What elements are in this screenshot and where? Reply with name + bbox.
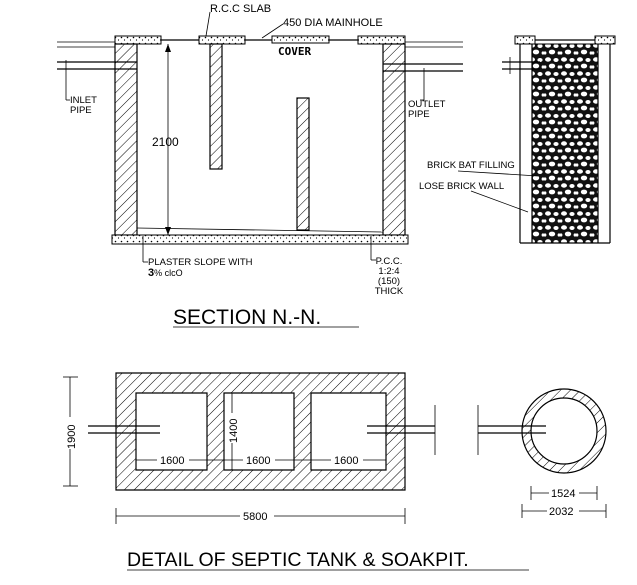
partition-dim-label: 1400	[228, 419, 240, 443]
soakpit-slab-left	[514, 35, 536, 45]
soakpit-fill	[531, 43, 599, 244]
cover-label: COVER	[278, 45, 311, 58]
baffle-left	[209, 43, 223, 170]
height-dim-label: 1900	[66, 425, 78, 449]
rcc-slab-mid	[198, 35, 246, 45]
plan-title: DETAIL OF SEPTIC TANK & SOAKPIT.	[127, 549, 469, 571]
baffle-right	[296, 97, 310, 231]
pcc-base	[111, 234, 409, 245]
section-view: R.C.C SLAB 450 DIA MAINHOLE COVER 2100 I…	[57, 3, 463, 329]
depth-label: 2100	[152, 135, 179, 149]
plaster-label: PLASTER SLOPE WITH	[148, 257, 253, 268]
inner-dia-dim: 1524	[551, 488, 575, 500]
chamber-2-dim: 1600	[246, 455, 270, 467]
chamber-3-dim: 1600	[334, 455, 358, 467]
soakpit-section-view: BRICK BAT FILLING LOSE BRICK WALL	[419, 35, 616, 244]
section-title: SECTION N.-N.	[173, 306, 321, 329]
chamber-1-dim: 1600	[160, 455, 184, 467]
manhole-cover	[271, 35, 330, 44]
tank-plan-walls	[115, 372, 406, 491]
outer-dia-dim: 2032	[549, 506, 573, 518]
rcc-slab-right	[357, 35, 406, 45]
brick-bat-label: BRICK BAT FILLING	[427, 160, 515, 171]
plaster-label-2: 3% clcO	[148, 267, 183, 279]
plan-view: 1900 1400 1600 1600 1600 5800	[62, 372, 607, 571]
manhole-label: 450 DIA MAINHOLE	[283, 17, 383, 29]
length-dim-label: 5800	[243, 511, 267, 523]
soakpit-slab-right	[594, 35, 616, 45]
rcc-slab-label: R.C.C SLAB	[210, 3, 271, 15]
pcc-label: P.C.C.1:2:4(150)THICK	[375, 256, 404, 297]
left-wall	[114, 43, 138, 236]
lose-brick-label: LOSE BRICK WALL	[419, 181, 504, 192]
right-wall	[382, 43, 406, 236]
rcc-slab-left	[114, 35, 162, 45]
